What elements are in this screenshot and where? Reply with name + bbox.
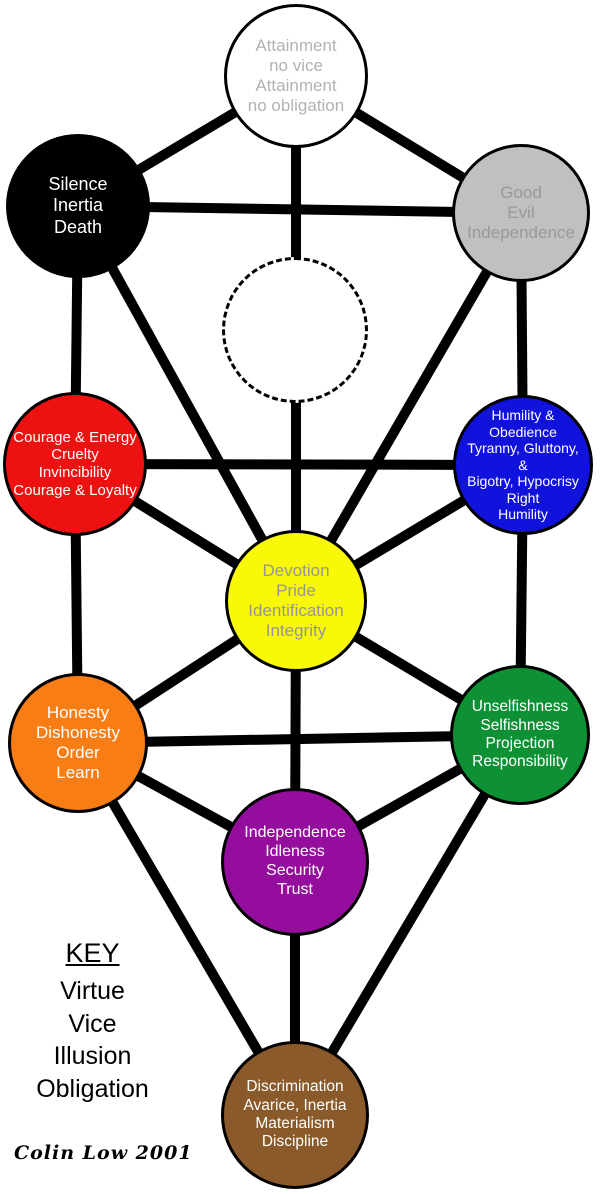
label-line: Materialism: [255, 1115, 335, 1132]
label-line: Trust: [277, 880, 313, 898]
label-line: Invincibility: [38, 464, 112, 481]
key-item-illusion: Illusion: [53, 1042, 132, 1070]
label-line: Evil: [507, 202, 535, 222]
label-line: Dishonesty: [35, 722, 121, 742]
label-line: Discipline: [261, 1133, 329, 1151]
label-line: Responsibility: [472, 753, 568, 771]
label-line: Independence: [467, 223, 575, 243]
path-hod-netzach: [77, 730, 521, 748]
label-line: Bigotry, Hypocrisy: [467, 473, 579, 490]
key: KEY Virtue Vice Illusion Obligation: [10, 938, 175, 1105]
label-line: no obligation: [247, 96, 345, 116]
path-chokmah-tiphareth: [291, 210, 526, 604]
label-line: Inertia: [52, 195, 104, 216]
label-line: Courage & Energy: [13, 428, 137, 446]
label-line: Cruelty: [51, 446, 99, 464]
label-line: Good: [500, 182, 542, 202]
label-line: Attainment: [255, 76, 337, 95]
label-line: Independence: [244, 824, 346, 842]
label-line: Security: [266, 862, 324, 879]
label-line: Devotion: [262, 560, 330, 580]
label-line: Learn: [56, 763, 100, 783]
label-line: Integrity: [265, 621, 327, 641]
label-line: Selfishness: [480, 716, 560, 734]
node-daath: [222, 257, 368, 403]
label-line: Death: [53, 216, 103, 237]
key-item-obligation: Obligation: [36, 1074, 149, 1103]
label-line: Discrimination: [246, 1078, 344, 1096]
key-item-vice: Vice: [68, 1009, 117, 1038]
label-line: Projection: [485, 735, 555, 752]
label-line: Avarice, Inertia: [243, 1096, 347, 1114]
path-binah-tiphareth: [73, 203, 301, 604]
label-line: Humility: [498, 506, 548, 523]
label-line: Honesty: [46, 702, 110, 722]
label-line: Idleness: [265, 843, 325, 861]
label-line: Humility &: [491, 407, 555, 424]
label-line: no vice: [269, 55, 323, 75]
label-line: Attainment: [255, 35, 337, 55]
label-line: Silence: [48, 174, 108, 195]
key-title: KEY: [65, 938, 120, 968]
label-line: Obedience: [489, 423, 557, 440]
key-item-virtue: Virtue: [60, 977, 125, 1005]
path-geburah-chesed: [74, 459, 524, 470]
label-line: Tyranny, Gluttony, &: [467, 440, 579, 473]
label-line: Right: [506, 489, 540, 506]
label-line: Identification: [248, 601, 344, 620]
label-line: Courage & Loyalty: [13, 481, 137, 499]
label-line: Pride: [276, 580, 316, 600]
signature: Colin Low 2001: [14, 1142, 193, 1164]
label-line: Unselfishness: [471, 698, 569, 716]
label-line: Order: [56, 743, 100, 762]
